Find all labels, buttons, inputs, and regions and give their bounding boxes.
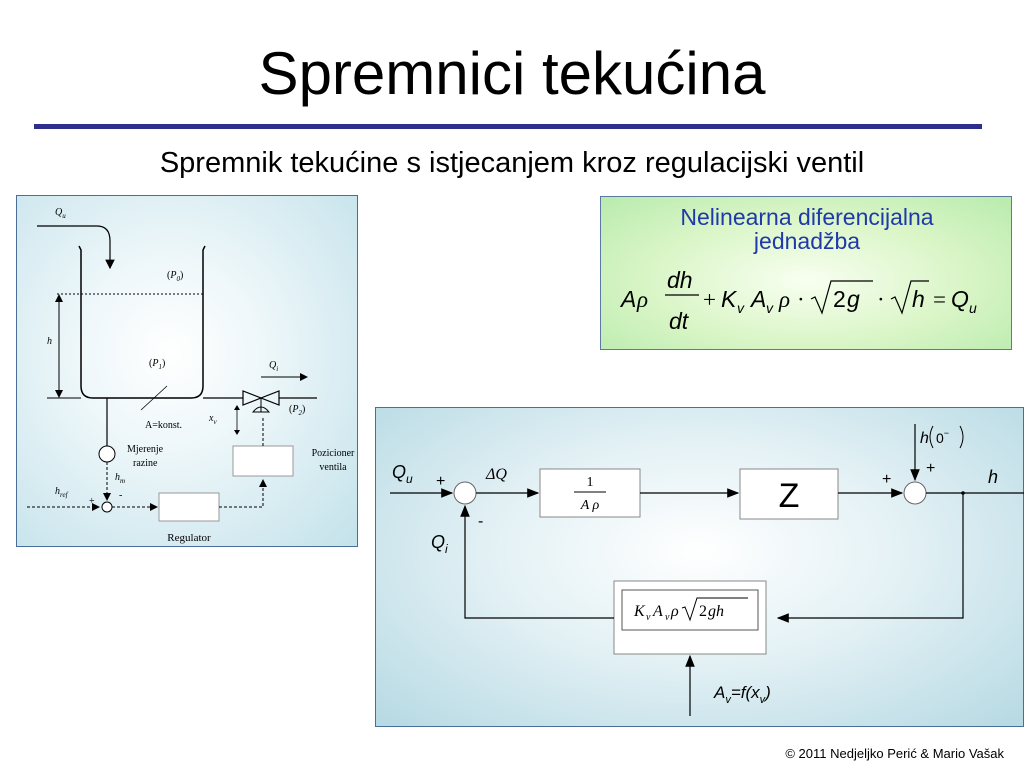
h-dim-arrow-top [55,294,63,302]
tank-mjerenje-label-1: Mjerenje [127,444,164,455]
tank-qi-label: Qi [269,360,278,373]
left-summing-junction [453,481,477,505]
block-plus-right: + [882,471,891,488]
level-sensor-icon [98,445,116,463]
tank-qu-label: Qu [55,207,66,220]
svg-text:+: + [703,287,716,312]
equation-heading: Nelinearna diferencijalna jednadžba [601,205,1013,253]
svg-text:=: = [933,287,946,312]
valve-actuator-icon [251,406,271,413]
z-block [739,468,839,520]
tank-mjerenje-label-2: razine [133,458,158,469]
svg-text:·: · [797,287,805,312]
block-h0-label: h [920,430,929,447]
svg-text:v: v [665,612,670,623]
tank-p1-label: (P1) [149,358,165,371]
svg-text:A: A [619,286,636,312]
tank-href-label: href [55,486,69,499]
valve-flow-block [621,589,759,631]
svg-text:h: h [912,286,925,312]
block-h-out-label: h [988,467,998,487]
block-minus-left: - [478,513,483,530]
tank-p2-label: (P2) [289,404,305,417]
svg-text:·: · [877,287,885,312]
svg-text:ρ: ρ [778,287,790,312]
block-delta-q-label: ΔQ [485,466,507,483]
block-qu-label: Qu [392,462,413,486]
equation-heading-line1: Nelinearna diferencijalna [680,204,934,230]
svg-text:2: 2 [833,286,846,312]
block-qi-label: Qi [431,532,448,556]
block-diagram-panel: Qu + ΔQ 1 A ρ Z + h 0− + h K v [375,407,1024,727]
tank-plus-sign: + [89,496,95,507]
tank-xv-label: xv [208,413,217,426]
inverse-area-block [539,468,641,518]
tank-schematic-panel: Qu h (P0) (P1) A=konst. Qi (P2) xv [16,195,358,547]
svg-text:2: 2 [699,603,707,620]
tank-minus-sign: - [119,490,122,501]
tank-p0-label: (P0) [167,270,183,283]
svg-text:ρ: ρ [670,603,679,620]
block-h0-arg: 0− [936,428,949,446]
svg-text:A: A [749,286,766,312]
inflow-arrow [37,225,115,270]
svg-text:g: g [847,286,860,312]
slide-subtitle: Spremnik tekućine s istjecanjem kroz reg… [159,147,865,179]
copyright-footer: © 2011 Nedjeljko Perić & Mario Vašak [785,746,1004,761]
tank-hm-label: hm [115,472,125,485]
block-plus-top: + [926,460,935,477]
regulator-output-line [219,479,267,508]
block-av-label: Av=f(xv) [713,683,771,706]
tank-schematic: Qu h (P0) (P1) A=konst. Qi (P2) xv [27,207,355,544]
nonlinear-equation: A ρ dh dt + K v A v ρ · 2 g · h = Q u [619,267,977,334]
block-gain-num: 1 [587,475,594,490]
tank-pozicioner-label-2: ventila [319,462,347,473]
right-summing-junction [903,481,927,505]
tank-summing-junction [101,501,113,513]
regulator-box [158,492,220,522]
block-gain-den: A ρ [580,498,600,513]
svg-text:dt: dt [669,308,690,334]
equation-panel: Nelinearna diferencijalna jednadžba A ρ … [600,196,1012,350]
svg-text:u: u [969,300,977,316]
tank-h-label: h [47,336,52,347]
tank-a-konst-label: A=konst. [145,420,182,431]
tank-regulator-label: Regulator [167,532,211,544]
svg-text:ρ: ρ [636,287,648,312]
area-pointer-line [140,385,168,411]
h-dim-arrow-bottom [55,390,63,398]
svg-text:v: v [766,300,774,316]
equation-heading-line2: jednadžba [753,228,861,254]
title-divider [34,124,982,129]
feedback-to-sum-line [460,504,614,619]
svg-text:Q: Q [951,286,969,312]
svg-text:A: A [652,603,663,620]
feedback-input-line [776,493,964,623]
tank-pozicioner-label-1: Pozicioner [312,448,355,459]
block-z-label: Z [779,477,800,515]
tank-wall [78,245,206,399]
block-diagram: Qu + ΔQ 1 A ρ Z + h 0− + h K v [390,424,1024,716]
svg-text:dh: dh [667,267,693,293]
valve-positioner-box [232,445,294,477]
svg-text:v: v [737,300,745,316]
slide-title: Spremnici tekućina [258,40,766,107]
svg-text:gh: gh [708,603,724,620]
svg-text:v: v [646,612,651,623]
block-plus-left: + [436,473,445,490]
svg-text:K: K [721,286,738,312]
block-feedback-k: K [633,603,646,620]
